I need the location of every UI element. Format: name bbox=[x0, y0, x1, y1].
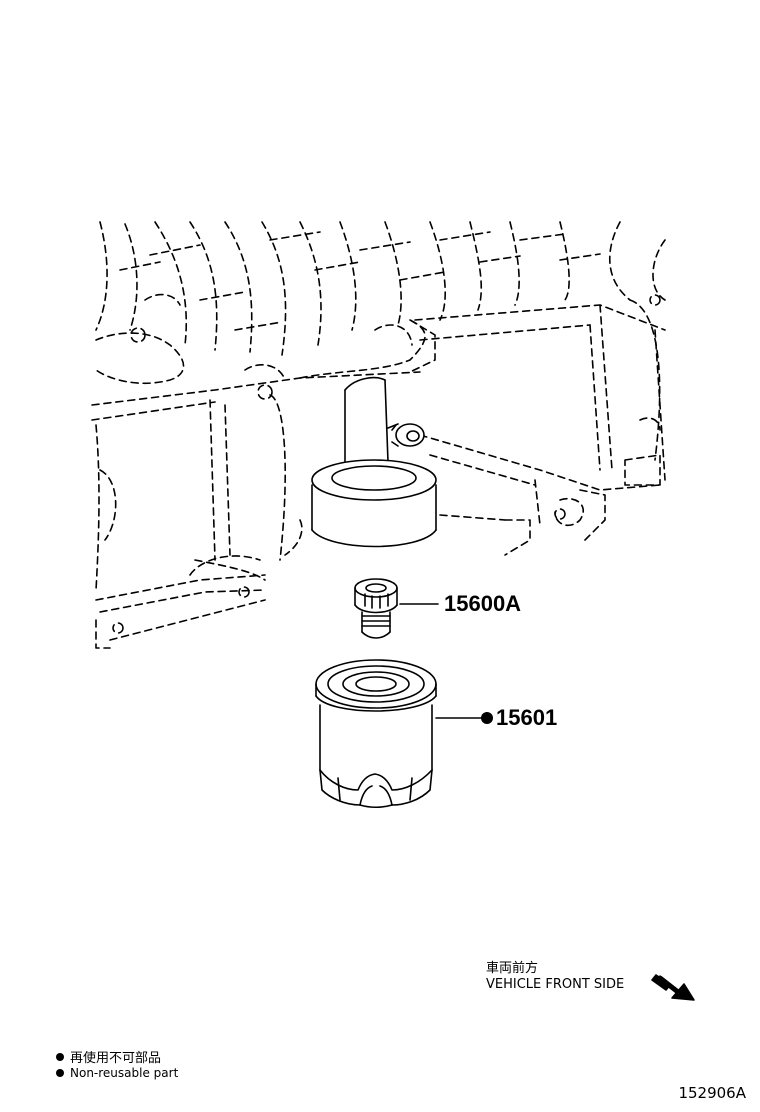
part-number-15600a: 15600A bbox=[444, 591, 522, 616]
legend-row-en: Non-reusable part bbox=[56, 1066, 178, 1080]
direction-label-jp: 車両前方 bbox=[486, 961, 539, 976]
arrow-down-right-icon bbox=[651, 974, 695, 1001]
oil-filter-15601-drawing bbox=[315, 659, 437, 809]
filled-dot-icon bbox=[56, 1052, 64, 1061]
engine-block-outline bbox=[91, 221, 666, 649]
filled-dot-icon bbox=[56, 1069, 64, 1077]
figure-id: 152906A bbox=[678, 1084, 746, 1102]
direction-label-en: VEHICLE FRONT SIDE bbox=[486, 977, 625, 992]
legend-row-jp: 再使用不可部品 bbox=[56, 1047, 161, 1066]
filter-mount bbox=[311, 376, 437, 548]
non-reusable-dot-icon bbox=[481, 712, 493, 724]
part-number-15601: 15601 bbox=[481, 705, 557, 731]
union-bolt-15600a-drawing bbox=[354, 578, 398, 639]
